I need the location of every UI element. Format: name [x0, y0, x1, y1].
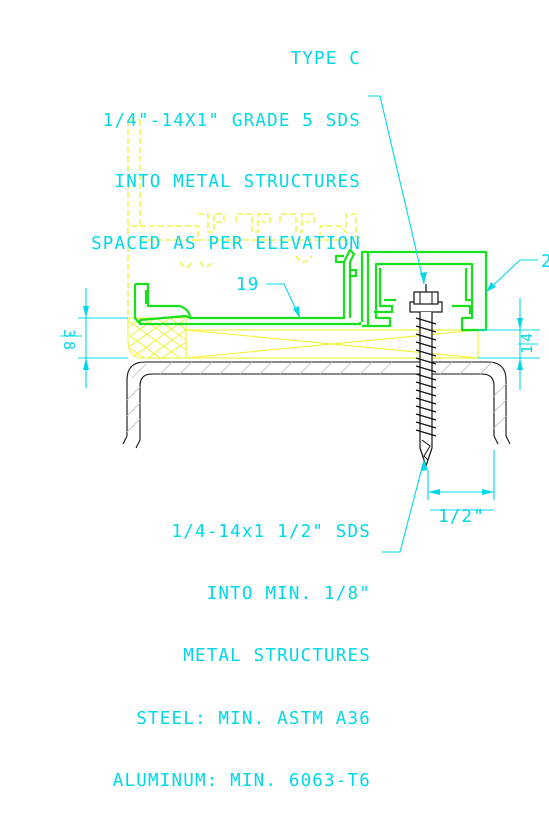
metal-substrate-section: [122, 361, 511, 449]
top-callout-line-1: TYPE C: [290, 49, 361, 69]
shim-block: [185, 329, 479, 359]
section-detail-drawing: 19 2 3 8 1 4 1/2": [60, 95, 549, 553]
sill-extrusion-profile: [133, 248, 488, 332]
dimension-lines: [78, 95, 540, 553]
substrate-hatch: [126, 361, 507, 433]
dim-half-inch: 1/2": [438, 507, 485, 527]
top-callout-line-2: 1/4"-14X1" GRADE 5 SDS: [102, 110, 361, 131]
part-right-leader: [485, 259, 538, 293]
part-19-label: 19: [236, 275, 259, 295]
dimension-arrowheads: [83, 272, 523, 495]
bottom-callout-line-1: 1/4-14x1 1/2" SDS: [171, 521, 371, 542]
dim-1-4-numerator: 1: [518, 345, 536, 354]
top-callout-line-3: INTO METAL STRUCTURES: [114, 172, 361, 192]
top-screw-callout: TYPE C 1/4"-14X1" GRADE 5 SDS INTO METAL…: [91, 8, 361, 275]
bottom-callout-line-5: ALUMINUM: MIN. 6063-T6: [112, 771, 371, 792]
bottom-callout-line-4: STEEL: MIN. ASTM A36: [136, 708, 371, 729]
dim-3-8-numerator: 3: [60, 329, 78, 338]
bottom-screw-callout: 1/4-14x1 1/2" SDS INTO MIN. 1/8" METAL S…: [113, 480, 371, 813]
dim-three-eighths: 3 8: [60, 329, 82, 350]
bottom-callout-line-3: METAL STRUCTURES: [183, 646, 371, 667]
part-19-leader: [266, 283, 301, 319]
bottom-callout-leader: [382, 459, 425, 553]
bottom-callout-line-2: INTO MIN. 1/8": [206, 583, 371, 604]
top-callout-line-4: SPACED AS PER ELEVATION: [91, 233, 361, 254]
part-right-label: 2: [541, 252, 549, 272]
hidden-mullion-profile: [127, 119, 357, 328]
dim-1-4-denominator: 4: [518, 333, 536, 342]
dim-one-quarter: 1 4: [518, 333, 538, 354]
self-drilling-screw: [409, 284, 443, 468]
top-callout-leader: [368, 95, 425, 285]
sealant-bead: [127, 317, 187, 359]
dim-3-8-denominator: 8: [60, 341, 78, 350]
